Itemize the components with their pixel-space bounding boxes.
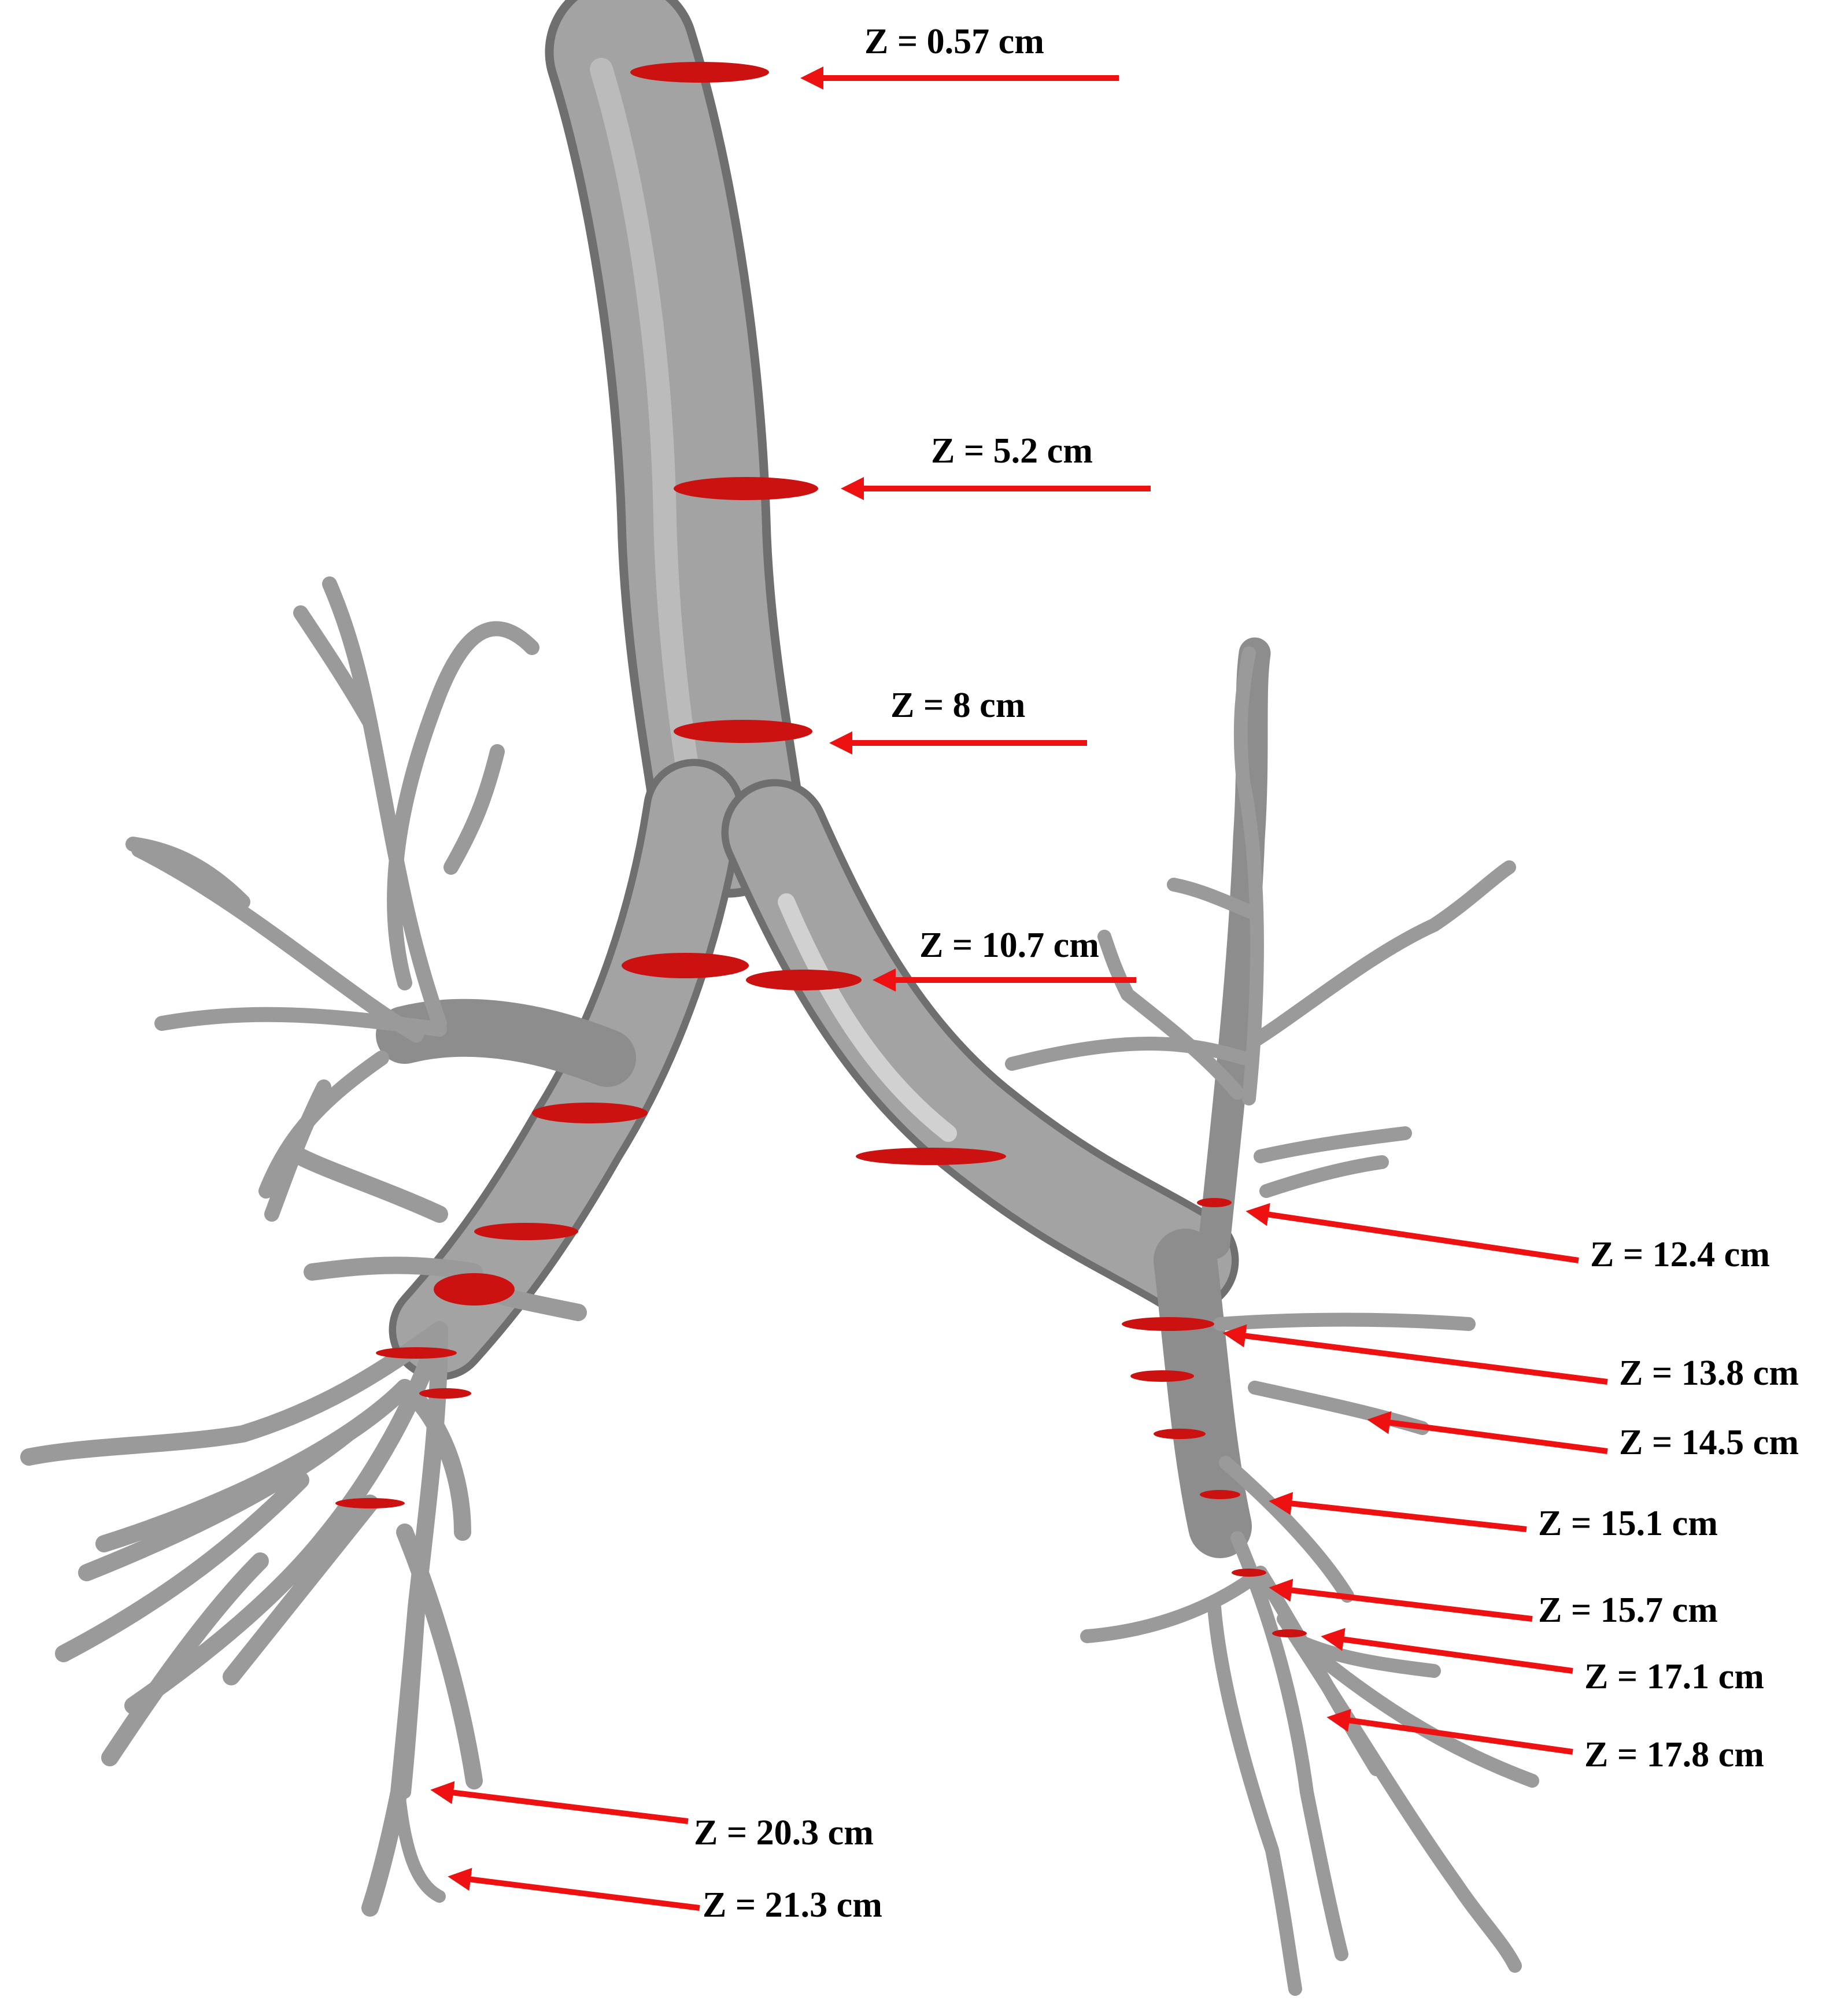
arrow-z10 xyxy=(1321,1628,1573,1674)
section-left-main-3 xyxy=(434,1273,515,1306)
arrow-z5 xyxy=(1245,1203,1579,1263)
section-right-4 xyxy=(1154,1429,1206,1439)
label-z9: Z = 15.7 cm xyxy=(1538,1591,1718,1630)
trachea-highlight xyxy=(590,58,705,821)
section-5-2 xyxy=(674,477,818,500)
right-upper-trunk xyxy=(1198,637,1271,1259)
right-main-bronchus-body xyxy=(729,786,1232,1307)
section-right-3 xyxy=(1130,1370,1194,1382)
arrow-z8 xyxy=(1269,1492,1527,1532)
arrow-z7 xyxy=(1367,1411,1608,1454)
arrow-z11 xyxy=(1326,1709,1573,1755)
section-10-7-left xyxy=(622,953,749,978)
label-z11: Z = 17.8 cm xyxy=(1584,1735,1764,1774)
label-z3: Z = 8 cm xyxy=(890,686,1025,725)
label-z12: Z = 20.3 cm xyxy=(694,1813,874,1852)
arrows xyxy=(430,66,1608,1911)
section-8 xyxy=(674,720,812,743)
arrow-z9 xyxy=(1269,1578,1533,1622)
label-z8: Z = 15.1 cm xyxy=(1538,1504,1718,1543)
section-left-lower-2 xyxy=(419,1388,471,1399)
arrow-z12 xyxy=(430,1781,689,1824)
label-z10: Z = 17.1 cm xyxy=(1584,1657,1764,1696)
section-left-lower-3 xyxy=(335,1498,405,1508)
section-10-7-right xyxy=(746,970,862,990)
right-branches xyxy=(1005,646,1539,1996)
section-0-57 xyxy=(630,62,769,83)
section-right-5 xyxy=(1200,1490,1240,1499)
section-right-1 xyxy=(1197,1198,1232,1207)
section-right-main-1 xyxy=(856,1148,1006,1165)
right-main-bronchus-highlight xyxy=(778,893,957,1142)
arrow-z6 xyxy=(1222,1324,1608,1385)
label-z7: Z = 14.5 cm xyxy=(1619,1423,1799,1462)
label-z13: Z = 21.3 cm xyxy=(703,1885,882,1925)
label-z6: Z = 13.8 cm xyxy=(1619,1354,1799,1393)
label-z5: Z = 12.4 cm xyxy=(1590,1235,1770,1274)
section-left-main-2 xyxy=(474,1223,578,1240)
section-right-7 xyxy=(1272,1629,1307,1637)
label-z1: Z = 0.57 cm xyxy=(864,22,1044,61)
arrow-z13 xyxy=(448,1868,700,1911)
right-lower-trunk xyxy=(1154,1229,1252,1558)
labels: Z = 0.57 cm Z = 5.2 cm Z = 8 cm Z = 10.7… xyxy=(694,22,1799,1925)
cross-sections xyxy=(335,62,1307,1637)
section-right-2 xyxy=(1122,1317,1214,1331)
section-right-6 xyxy=(1232,1569,1266,1577)
label-z2: Z = 5.2 cm xyxy=(931,431,1093,471)
left-tip-branches xyxy=(393,1555,446,1903)
airway-tree xyxy=(20,0,1539,1996)
left-branches xyxy=(125,576,539,1222)
label-z4: Z = 10.7 cm xyxy=(919,926,1099,965)
section-left-lower-1 xyxy=(376,1347,457,1359)
section-left-main-1 xyxy=(532,1103,648,1123)
